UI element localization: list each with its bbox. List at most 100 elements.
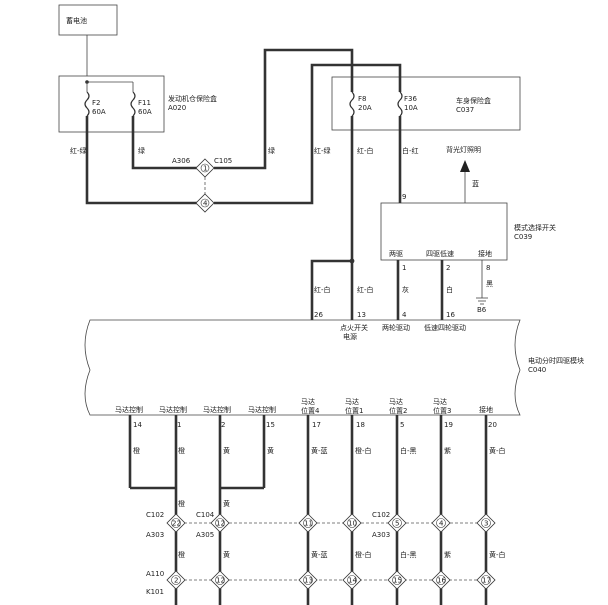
k101-label: K101 xyxy=(146,588,164,596)
row1-pin11: 11 xyxy=(304,520,313,528)
bottom-label-5a: 马达 xyxy=(301,397,315,406)
row1-pin22: 22 xyxy=(172,520,181,528)
f8-rating: 20A xyxy=(358,104,372,112)
pin14-wire-color: 橙 xyxy=(133,446,140,455)
bottom-label-6b: 位置1 xyxy=(345,406,363,415)
wire-green-to-f8 xyxy=(214,48,354,170)
bottom-label-8a: 马达 xyxy=(433,397,447,406)
bottom-label-6a: 马达 xyxy=(345,397,359,406)
pin26-wire-color: 红-白 xyxy=(314,285,331,294)
module-pin13: 13 xyxy=(357,311,366,319)
engine-fuse-box-code: A020 xyxy=(168,104,186,112)
c102-label-left: C102 xyxy=(146,511,164,519)
battery-box xyxy=(58,4,118,36)
module-box xyxy=(84,319,521,416)
body-fuse-box-code: C037 xyxy=(456,106,474,114)
ground-code: B6 xyxy=(477,306,487,314)
ground-icon xyxy=(476,297,488,305)
wire-red-green-to-fusebox xyxy=(214,63,402,205)
module-pin4: 4 xyxy=(402,311,407,319)
row1-pin4: 4 xyxy=(439,520,444,528)
black-wire-color: 黑 xyxy=(486,280,493,288)
wire-f11-green xyxy=(131,116,197,170)
pin2-wire-color-3: 黄 xyxy=(223,550,230,559)
row2-pin16: 16 xyxy=(437,577,446,585)
backlight-label: 背光灯照明 xyxy=(446,145,481,154)
module-code: C040 xyxy=(528,366,546,374)
body-fuse-box-name: 车身保险盒 xyxy=(456,96,491,105)
bottom-label-1: 马达控制 xyxy=(115,405,143,414)
pin13-wire-color: 红-白 xyxy=(357,285,374,294)
pin5-wire-color-2: 白-黑 xyxy=(400,550,417,559)
bottom-pin-14: 14 xyxy=(133,421,142,429)
bottom-label-7a: 马达 xyxy=(389,397,403,406)
pin1-wire-color-2: 橙 xyxy=(178,499,185,508)
bottom-label-4: 马达控制 xyxy=(248,405,276,414)
c105-label: C105 xyxy=(214,157,232,165)
row2-pin15: 15 xyxy=(393,577,402,585)
switch-terminal-4low: 四驱低速 xyxy=(426,249,454,258)
bottom-label-2: 马达控制 xyxy=(159,405,187,414)
bottom-pin-18: 18 xyxy=(356,421,365,429)
module-pin16: 16 xyxy=(446,311,455,319)
f36-rating: 10A xyxy=(404,104,418,112)
f11-wire-color: 绿 xyxy=(138,146,145,155)
switch-terminal-2wd: 两驱 xyxy=(389,250,403,258)
bottom-pin-20: 20 xyxy=(488,421,497,429)
bottom-pin-5: 5 xyxy=(400,421,404,429)
a303-label-left: A303 xyxy=(146,531,164,539)
wire-f2-red-green xyxy=(85,116,197,205)
bottom-label-3: 马达控制 xyxy=(203,405,231,414)
a305-label: A305 xyxy=(196,531,214,539)
mode-switch-code: C039 xyxy=(514,233,532,241)
row2-pin14: 14 xyxy=(348,577,357,585)
pin2-wire-color-2: 黄 xyxy=(223,499,230,508)
pin15-wire-color: 黄 xyxy=(267,446,274,455)
f36-id: F36 xyxy=(404,95,417,103)
row2-pin17: 17 xyxy=(482,577,491,585)
pin17-wire-color-2: 黄-蓝 xyxy=(311,550,328,559)
module-pin26: 26 xyxy=(314,311,323,319)
bottom-label-5b: 位置4 xyxy=(301,406,320,415)
f11-fuse-icon xyxy=(130,91,136,117)
wire-red-white-pin26 xyxy=(310,259,352,320)
pin20-wire-color-2: 黄-白 xyxy=(489,550,506,559)
row1-pin10: 10 xyxy=(348,520,357,528)
row1-pin3: 3 xyxy=(484,520,488,528)
c102-label-right: C102 xyxy=(372,511,390,519)
pin1-wire-color-3: 橙 xyxy=(178,550,185,559)
pin19-wire-color-2: 紫 xyxy=(444,551,451,559)
f11-id: F11 xyxy=(138,99,151,107)
pin20-wire-color: 黄-白 xyxy=(489,446,506,455)
bottom-label-9: 接地 xyxy=(479,405,493,414)
f8-wire-color: 红-白 xyxy=(357,146,374,155)
pin19-wire-color: 紫 xyxy=(444,447,451,455)
pin2-wire-color: 黄 xyxy=(223,446,230,455)
f36-fuse-icon xyxy=(397,91,403,117)
bottom-label-8b: 位置3 xyxy=(433,406,451,415)
f11-rating: 60A xyxy=(138,108,152,116)
switch-pin2: 2 xyxy=(446,264,450,272)
switch-terminal-ground: 接地 xyxy=(478,249,492,258)
battery-label: 蓄电池 xyxy=(66,16,87,25)
module-label-ignition: 点火开关 xyxy=(340,323,368,332)
backlight-wire-color: 蓝 xyxy=(472,179,479,188)
backlight-arrow-icon xyxy=(460,160,470,172)
red-green-color-2: 红-绿 xyxy=(314,146,331,155)
module-label-power: 电源 xyxy=(343,332,357,341)
c105-pin1-num: 1 xyxy=(203,165,207,173)
bottom-pin-2: 2 xyxy=(221,421,225,429)
engine-fuse-box xyxy=(58,75,165,133)
f2-rating: 60A xyxy=(92,108,106,116)
f2-wire-color: 红-绿 xyxy=(70,146,87,155)
engine-fuse-box-name: 发动机仓保险盒 xyxy=(168,94,217,103)
connector-row1: 22 12 11 10 5 4 3 xyxy=(166,513,496,533)
a303-label-right: A303 xyxy=(372,531,390,539)
bottom-pin-19: 19 xyxy=(444,421,453,429)
pin1-wire-color: 橙 xyxy=(178,446,185,455)
module-label-2wd: 两轮驱动 xyxy=(382,323,410,332)
connector-row2: 2 12 13 14 15 16 17 xyxy=(166,570,496,590)
switch-pin8: 8 xyxy=(486,264,490,272)
green-color-2: 绿 xyxy=(268,146,275,155)
